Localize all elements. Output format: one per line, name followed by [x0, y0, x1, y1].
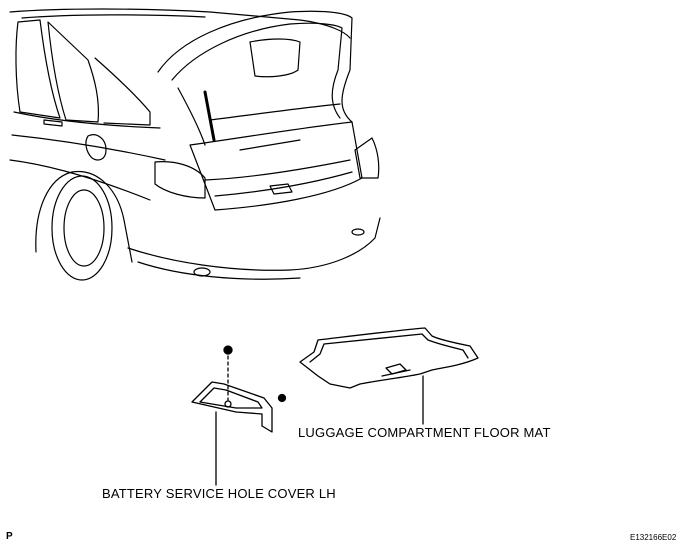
quarter-window [47, 21, 100, 123]
floor-mat-outline [299, 327, 479, 389]
battery-cover-label: BATTERY SERVICE HOLE COVER LH [102, 486, 336, 501]
floor-mat-handle [385, 363, 407, 375]
fuel-door [85, 134, 107, 161]
battery-cover-outline [191, 381, 273, 433]
car-roof [9, 8, 351, 39]
trunk-floor-flap [269, 183, 293, 195]
car-illustration [9, 8, 381, 281]
car-roof-inner [21, 14, 206, 19]
side-clip [277, 393, 287, 403]
trunk-floor [204, 159, 353, 197]
battery-cover-inner [199, 387, 263, 409]
gas-strut [203, 90, 216, 142]
battery-cover-part [191, 345, 287, 433]
leader-lines [215, 375, 424, 486]
trunk-interior-lines [209, 103, 341, 151]
rear-tire [51, 175, 113, 281]
rear-bumper [127, 217, 381, 271]
clip-fastener [223, 345, 233, 355]
bumper-lower-edge [137, 261, 301, 280]
c-pillar [94, 57, 151, 126]
rear-door-window [15, 19, 61, 119]
battery-cover-hole [224, 400, 232, 408]
corner-mark: P [6, 531, 13, 542]
body-character-line [11, 134, 166, 161]
trunk-lid [157, 10, 353, 123]
body-side-top [13, 111, 161, 129]
body-side-lower [9, 159, 151, 201]
trunk-opening [189, 121, 363, 211]
figure-code: E132166E02 [630, 533, 677, 542]
door-handle [43, 119, 63, 127]
wheel-arch [35, 170, 133, 263]
exhaust-right [351, 228, 365, 236]
floor-mat-label: LUGGAGE COMPARTMENT FLOOR MAT [298, 425, 551, 440]
taillight-left [154, 161, 206, 199]
exhaust-left [193, 267, 211, 277]
floor-mat-hole [381, 369, 411, 377]
floor-mat-part [299, 327, 479, 389]
trunk-hinge-left [177, 87, 206, 146]
floor-mat-inner-edge [309, 333, 469, 363]
rear-rim [63, 189, 105, 267]
trunk-lid-inner [171, 22, 343, 119]
taillight-right [354, 137, 380, 179]
trunk-lid-panel [249, 38, 301, 78]
